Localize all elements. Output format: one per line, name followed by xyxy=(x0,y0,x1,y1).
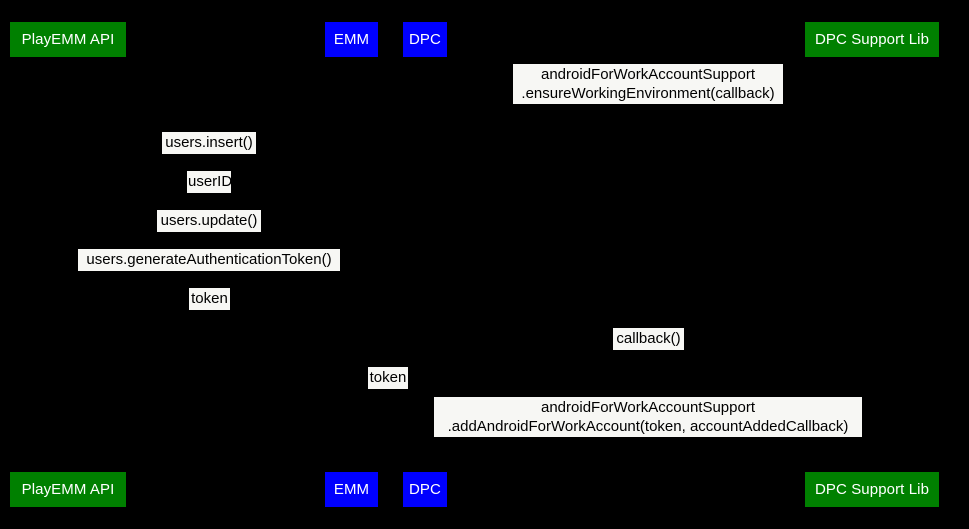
participant-footer-emm[interactable]: EMM xyxy=(325,472,378,507)
message-line: androidForWorkAccountSupport xyxy=(541,66,755,83)
participant-label: DPC Support Lib xyxy=(814,481,930,498)
message-label-users-generate-authentication-token[interactable]: users.generateAuthenticationToken() xyxy=(78,249,340,271)
message-label-users-update[interactable]: users.update() xyxy=(157,210,261,232)
lifeline-dpc xyxy=(425,57,426,472)
message-line: .ensureWorkingEnvironment(callback) xyxy=(521,85,775,102)
participant-label: PlayEMM API xyxy=(21,31,115,48)
participant-header-emm[interactable]: EMM xyxy=(325,22,378,57)
message-line: users.update() xyxy=(160,212,258,229)
lifeline-emm xyxy=(351,57,352,472)
message-label-add-android-for-work-account[interactable]: androidForWorkAccountSupport .addAndroidF… xyxy=(434,397,862,437)
message-line: .addAndroidForWorkAccount(token, account… xyxy=(447,418,849,435)
message-line: users.generateAuthenticationToken() xyxy=(86,251,332,268)
participant-label: DPC xyxy=(409,481,441,498)
message-label-token-to-dpc[interactable]: token xyxy=(368,367,408,389)
message-line: androidForWorkAccountSupport xyxy=(541,399,755,416)
message-label-token-to-emm[interactable]: token xyxy=(189,288,230,310)
message-label-user-id[interactable]: userID xyxy=(187,171,233,193)
message-label-callback[interactable]: callback() xyxy=(613,328,684,350)
message-line: token xyxy=(369,369,407,386)
participant-label: EMM xyxy=(333,31,370,48)
participant-label: EMM xyxy=(333,481,370,498)
message-line: callback() xyxy=(616,330,681,347)
message-line: userID xyxy=(188,173,233,190)
participant-label: DPC xyxy=(409,31,441,48)
lifeline-playemm-api xyxy=(68,57,69,472)
message-line: users.insert() xyxy=(165,134,253,151)
participant-footer-dpc-support-lib[interactable]: DPC Support Lib xyxy=(805,472,939,507)
participant-footer-playemm-api[interactable]: PlayEMM API xyxy=(10,472,126,507)
message-label-ensure-working-environment[interactable]: androidForWorkAccountSupport .ensureWorki… xyxy=(513,64,783,104)
participant-header-dpc[interactable]: DPC xyxy=(403,22,447,57)
message-label-users-insert[interactable]: users.insert() xyxy=(162,132,256,154)
participant-footer-dpc[interactable]: DPC xyxy=(403,472,447,507)
message-line: token xyxy=(191,290,228,307)
participant-header-playemm-api[interactable]: PlayEMM API xyxy=(10,22,126,57)
participant-header-dpc-support-lib[interactable]: DPC Support Lib xyxy=(805,22,939,57)
lifeline-dpc-support-lib xyxy=(872,57,873,472)
participant-label: DPC Support Lib xyxy=(814,31,930,48)
participant-label: PlayEMM API xyxy=(21,481,115,498)
